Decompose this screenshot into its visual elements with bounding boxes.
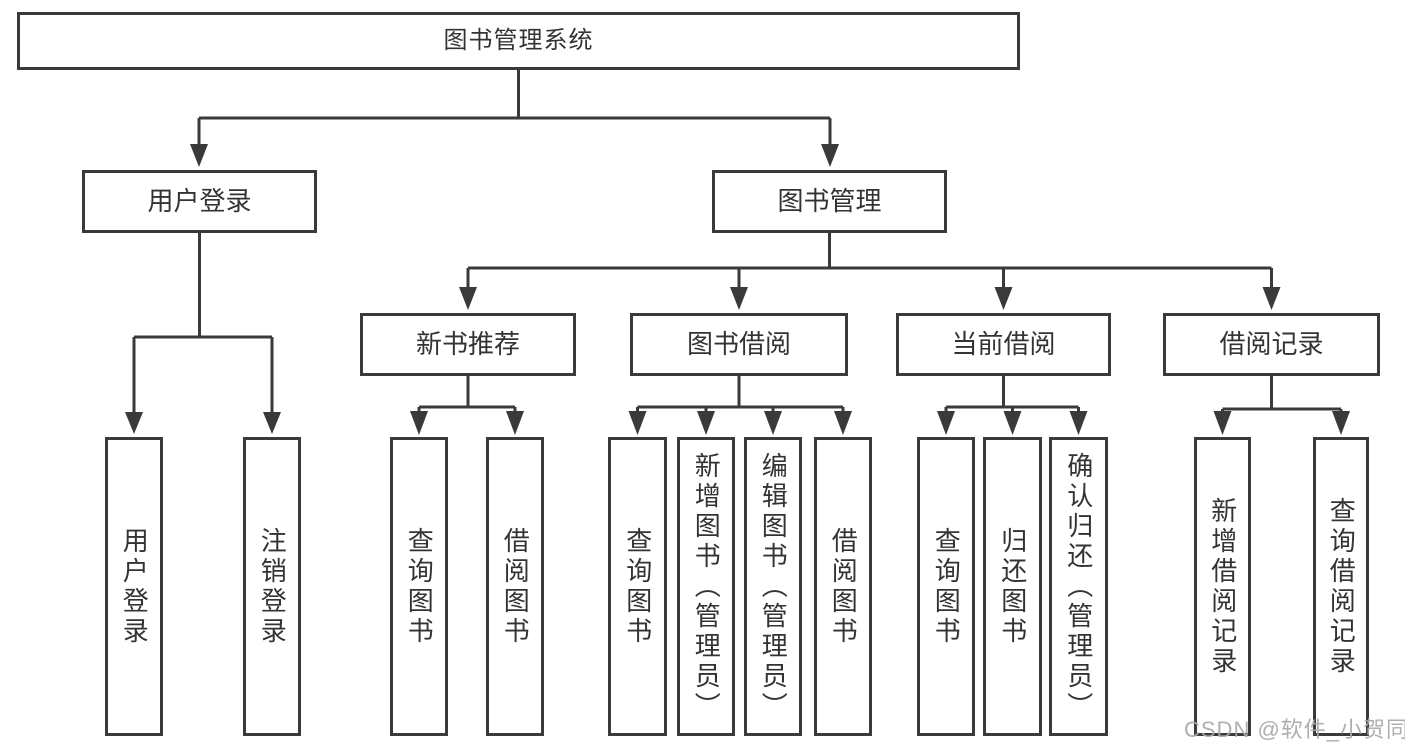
leaf-borrowing-borrow-books: 借阅图书 [814, 437, 872, 736]
connector-current-borrowing-to-leaves [937, 376, 1088, 435]
node-user-login: 用户登录 [82, 170, 317, 233]
arrow-down-icon [506, 411, 524, 435]
node-book-management: 图书管理 [712, 170, 947, 233]
arrow-down-icon [190, 144, 208, 167]
arrow-down-icon [1003, 411, 1022, 435]
arrow-down-icon [410, 411, 428, 435]
node-new-book-recommend: 新书推荐 [360, 313, 576, 376]
leaf-current-confirm-return-admin: 确认归还（管理员） [1049, 437, 1108, 736]
node-book-borrowing: 图书借阅 [630, 313, 848, 376]
arrow-down-icon [764, 411, 782, 435]
node-library-management-system: 图书管理系统 [17, 12, 1020, 70]
leaf-borrowing-edit-books-admin: 编辑图书（管理员） [744, 437, 802, 736]
arrow-down-icon [263, 412, 281, 434]
connector-borrowing-records-to-leaves [1213, 376, 1350, 435]
node-current-borrowing: 当前借阅 [896, 313, 1111, 376]
arrow-down-icon [1262, 287, 1281, 310]
csdn-watermark: CSDN @软件_小贺同学 [1184, 717, 1405, 742]
arrow-down-icon [834, 411, 852, 435]
leaf-user-login: 用户登录 [105, 437, 163, 736]
leaf-records-query-record: 查询借阅记录 [1313, 437, 1369, 736]
leaf-recommend-borrow-books: 借阅图书 [486, 437, 544, 736]
connector-user-login-to-leaves [125, 233, 281, 434]
connector-new-book-recommend-to-leaves [410, 376, 524, 435]
arrow-down-icon [1069, 411, 1088, 435]
arrow-down-icon [730, 287, 748, 310]
leaf-records-add-record: 新增借阅记录 [1194, 437, 1251, 736]
connector-book-borrowing-to-leaves [628, 376, 852, 435]
leaf-recommend-query-books: 查询图书 [390, 437, 448, 736]
arrow-down-icon [697, 411, 715, 435]
arrow-down-icon [459, 287, 477, 310]
connector-book-management-to-level3 [459, 233, 1281, 310]
arrow-down-icon [994, 287, 1013, 310]
arrow-down-icon [1213, 411, 1232, 435]
arrow-down-icon [821, 144, 839, 167]
node-borrowing-records: 借阅记录 [1163, 313, 1380, 376]
arrow-down-icon [1332, 411, 1350, 435]
leaf-logout: 注销登录 [243, 437, 301, 736]
leaf-current-query-books: 查询图书 [917, 437, 975, 736]
connector-root-to-level2 [190, 70, 839, 167]
leaf-borrowing-add-books-admin: 新增图书（管理员） [677, 437, 735, 736]
arrow-down-icon [937, 411, 955, 435]
arrow-down-icon [628, 411, 647, 435]
leaf-borrowing-query-books: 查询图书 [608, 437, 667, 736]
leaf-current-return-books: 归还图书 [983, 437, 1042, 736]
arrow-down-icon [125, 412, 143, 434]
